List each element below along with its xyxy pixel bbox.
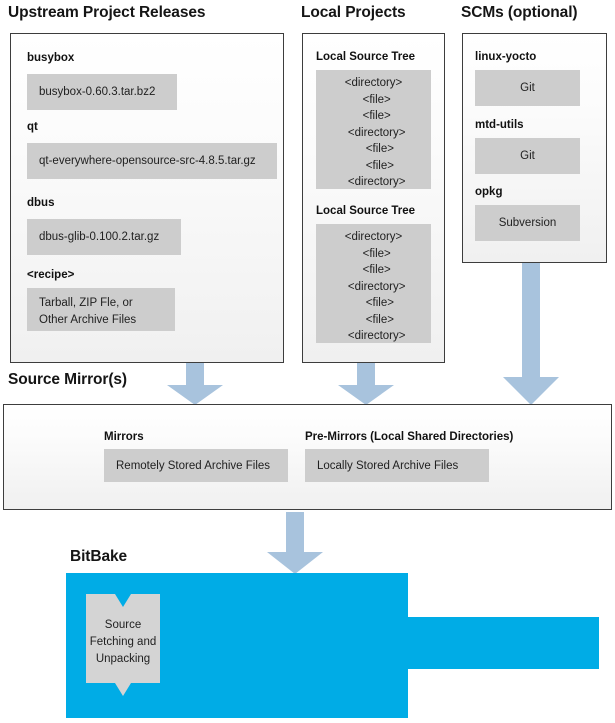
tree-line: <file> xyxy=(356,110,391,122)
task-line-3: Unpacking xyxy=(95,653,151,665)
tree-line: <directory> xyxy=(341,330,406,342)
source-fetching-task-label: Source Fetching and Unpacking xyxy=(86,617,160,668)
upstream-group-label-busybox: busybox xyxy=(27,52,75,64)
scms-group-label-linux-yocto: linux-yocto xyxy=(475,51,537,63)
task-line-1: Source xyxy=(104,619,142,631)
mirrors-chip[interactable]: Remotely Stored Archive Files xyxy=(104,449,288,482)
tree-line: <directory> xyxy=(341,176,406,188)
upstream-chip-recipe-line1: Tarball, ZIP Fle, or xyxy=(39,297,133,309)
tree-line: <directory> xyxy=(344,231,403,243)
local-source-tree-1[interactable]: <directory> <file> <file> <directory> <f… xyxy=(316,70,431,189)
source-mirrors-section-title: Source Mirror(s) xyxy=(8,371,127,388)
arrow-upstream-to-mirrors xyxy=(167,363,223,405)
task-line-2: Fetching and xyxy=(89,636,157,648)
scms-chip-opkg[interactable]: Subversion xyxy=(475,205,580,241)
scms-chip-linux-yocto[interactable]: Git xyxy=(475,70,580,106)
tree-line: <directory> xyxy=(344,77,403,89)
arrow-local-projects-to-mirrors xyxy=(338,363,394,405)
scms-group-label-opkg: opkg xyxy=(475,186,503,198)
scms-group-label-mtd-utils: mtd-utils xyxy=(475,119,524,131)
local-projects-section-title: Local Projects xyxy=(301,4,406,21)
bitbake-shape xyxy=(66,573,599,723)
bitbake-section-title: BitBake xyxy=(70,548,128,565)
scms-section-title: SCMs (optional) xyxy=(461,4,578,21)
tree-line: <directory> xyxy=(341,280,406,293)
tree-line: <file> xyxy=(353,159,394,172)
upstream-group-label-qt: qt xyxy=(27,121,38,133)
upstream-group-label-recipe: <recipe> xyxy=(27,269,75,281)
pre-mirrors-label: Pre-Mirrors (Local Shared Directories) xyxy=(305,431,514,443)
scms-chip-mtd-utils[interactable]: Git xyxy=(475,138,580,174)
tree-line: <directory> xyxy=(341,126,406,139)
tree-line: <file> xyxy=(356,93,391,106)
tree-line: <file> xyxy=(356,264,391,276)
upstream-chip-busybox[interactable]: busybox-0.60.3.tar.bz2 xyxy=(27,74,177,110)
local-tree-label-1: Local Source Tree xyxy=(316,51,416,63)
arrow-scms-to-mirrors xyxy=(503,263,559,405)
tree-line: <file> xyxy=(353,313,394,326)
pre-mirrors-chip[interactable]: Locally Stored Archive Files xyxy=(305,449,489,482)
upstream-group-label-dbus: dbus xyxy=(27,197,55,209)
upstream-chip-qt[interactable]: qt-everywhere-opensource-src-4.8.5.tar.g… xyxy=(27,143,277,179)
upstream-section-title: Upstream Project Releases xyxy=(8,4,206,21)
mirrors-label: Mirrors xyxy=(104,431,144,443)
source-fetching-task-shape[interactable] xyxy=(86,594,160,701)
tree-line: <file> xyxy=(353,297,394,309)
upstream-chip-dbus[interactable]: dbus-glib-0.100.2.tar.gz xyxy=(27,219,181,255)
local-source-tree-2[interactable]: <directory> <file> <file> <directory> <f… xyxy=(316,224,431,343)
local-tree-label-2: Local Source Tree xyxy=(316,205,416,217)
arrow-mirrors-to-bitbake xyxy=(267,512,323,574)
tree-line: <file> xyxy=(353,143,394,155)
upstream-chip-recipe-line2: Other Archive Files xyxy=(39,314,137,326)
tree-line: <file> xyxy=(356,247,391,260)
upstream-chip-recipe[interactable]: Tarball, ZIP Fle, or Other Archive Files xyxy=(27,288,175,331)
